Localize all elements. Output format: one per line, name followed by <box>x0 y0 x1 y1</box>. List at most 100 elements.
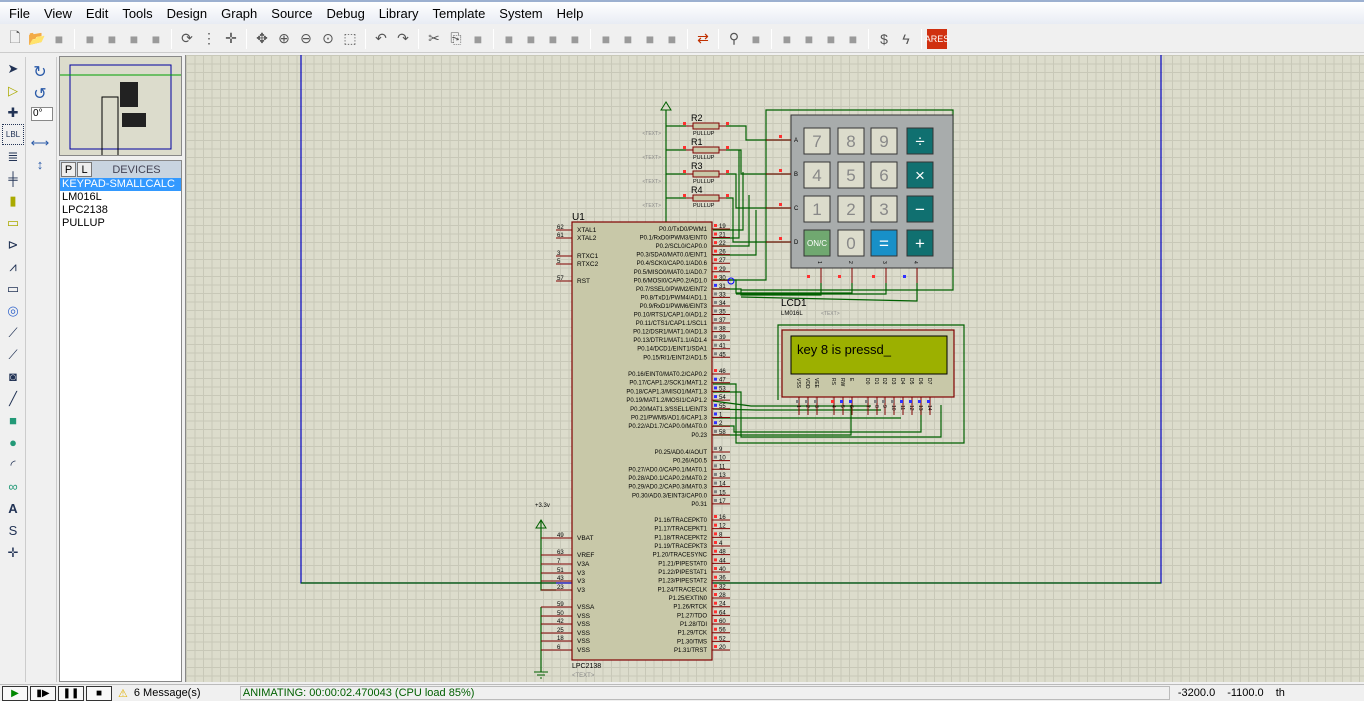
circle-icon[interactable]: ● <box>9 435 17 450</box>
goto-sheet-icon[interactable]: ■ <box>826 30 836 47</box>
marker-icon[interactable]: ✛ <box>7 544 19 560</box>
block-rotate-icon[interactable]: ■ <box>548 30 558 47</box>
pin-state-indicator <box>714 532 717 536</box>
open-icon[interactable]: 📂 <box>28 30 46 46</box>
symbol-icon[interactable]: S <box>8 523 18 538</box>
packaging-icon[interactable]: ■ <box>645 30 655 47</box>
device-item[interactable]: LM016L <box>62 191 102 203</box>
undo-icon[interactable]: ↶ <box>375 30 387 46</box>
wire-autorouter-icon[interactable]: ⇄ <box>697 30 709 46</box>
box-icon[interactable]: ■ <box>9 413 17 428</box>
refresh-icon[interactable]: ⟳ <box>181 30 193 46</box>
selection-mode-icon[interactable]: ➤ <box>7 60 19 76</box>
new-sheet-icon[interactable]: ■ <box>782 30 792 47</box>
flip-horizontal-icon[interactable]: ⟷ <box>30 134 50 150</box>
pin-state-indicator <box>796 400 799 403</box>
bill-of-materials-icon[interactable]: $ <box>880 30 888 47</box>
current-probe-icon[interactable]: ⟋ <box>8 346 18 362</box>
lcd-pin-name: VEE <box>813 378 819 389</box>
stop-button[interactable]: ■ <box>86 685 112 701</box>
decompose-icon[interactable]: ■ <box>667 30 677 47</box>
pick-device-icon[interactable]: ■ <box>601 30 611 47</box>
play-button[interactable]: ▶ <box>2 685 28 701</box>
generator-icon[interactable]: ◎ <box>7 302 19 318</box>
path-icon[interactable]: ∞ <box>8 479 18 494</box>
wire <box>740 283 918 302</box>
component-mode-icon[interactable]: ▷ <box>8 82 18 98</box>
junction-dot-icon[interactable]: ✚ <box>7 104 19 120</box>
menu-view[interactable]: View <box>43 5 72 21</box>
flip-vertical-icon[interactable]: ↕ <box>36 157 44 172</box>
electrical-rules-icon[interactable]: ϟ <box>902 30 910 47</box>
origin-icon[interactable]: ✛ <box>225 30 237 46</box>
rotate-anticlockwise-icon[interactable]: ↺ <box>33 85 47 103</box>
menu-library[interactable]: Library <box>378 5 419 21</box>
zoom-out-icon[interactable]: ⊖ <box>300 30 312 46</box>
search-icon[interactable]: ⚲ <box>728 30 740 46</box>
menu-design[interactable]: Design <box>166 5 208 21</box>
rotation-angle-input[interactable]: 0° <box>31 107 53 121</box>
menu-debug[interactable]: Debug <box>326 5 365 21</box>
remove-sheet-icon[interactable]: ■ <box>804 30 814 47</box>
pause-button[interactable]: ❚❚ <box>58 685 84 701</box>
zoom-area-icon[interactable]: ⬚ <box>343 30 357 46</box>
copy-icon[interactable]: ⎘ <box>450 30 462 46</box>
block-move-icon[interactable]: ■ <box>526 30 536 47</box>
tape-recorder-icon[interactable]: ▭ <box>6 280 20 296</box>
cut-icon[interactable]: ✂ <box>428 30 440 46</box>
paste-icon[interactable]: ■ <box>473 30 483 47</box>
pin-name: RTXC1 <box>577 253 599 260</box>
pan-icon[interactable]: ✥ <box>256 30 268 46</box>
lcd-pin-number: 10 <box>890 405 896 411</box>
rotate-clockwise-icon[interactable]: ↻ <box>33 63 47 81</box>
menu-help[interactable]: Help <box>556 5 584 21</box>
arc-icon[interactable]: ◜ <box>10 456 16 472</box>
device-item[interactable]: LPC2138 <box>62 204 108 216</box>
lcd-pin-name: D7 <box>926 378 932 385</box>
block-delete-icon[interactable]: ■ <box>570 30 580 47</box>
library-manager-button[interactable]: L <box>77 162 92 177</box>
line-icon[interactable]: ╱ <box>9 390 17 406</box>
device-item[interactable]: PULLUP <box>62 217 105 229</box>
device-pins-icon[interactable]: ⊳ <box>7 236 19 252</box>
menu-system[interactable]: System <box>499 5 543 21</box>
subcircuit-icon[interactable]: ▮ <box>9 192 17 208</box>
print-area-icon[interactable]: ■ <box>151 30 161 47</box>
device-item[interactable]: KEYPAD-SMALLCALC <box>60 178 181 191</box>
terminals-icon[interactable]: ▭ <box>6 214 20 230</box>
pin-number: 63 <box>557 550 564 556</box>
zoom-all-icon[interactable]: ⊙ <box>322 30 334 46</box>
messages-count[interactable]: 6 Message(s) <box>133 687 201 699</box>
menu-tools[interactable]: Tools <box>122 5 153 21</box>
menu-file[interactable]: File <box>9 5 30 21</box>
voltage-probe-icon[interactable]: ⟋ <box>8 324 18 340</box>
text-icon[interactable]: A <box>8 501 18 516</box>
exit-parent-icon[interactable]: ■ <box>848 30 858 47</box>
import-icon[interactable]: ■ <box>85 30 95 47</box>
menu-template[interactable]: Template <box>432 5 486 21</box>
menu-graph[interactable]: Graph <box>221 5 258 21</box>
pick-device-button[interactable]: P <box>61 162 76 177</box>
block-copy-icon[interactable]: ■ <box>504 30 514 47</box>
property-assign-icon[interactable]: ■ <box>751 30 761 47</box>
menu-source[interactable]: Source <box>271 5 313 21</box>
bus-icon[interactable]: ╪ <box>8 171 18 186</box>
virtual-instruments-icon[interactable]: ◙ <box>9 369 17 384</box>
ares-icon[interactable]: ARES <box>925 28 949 49</box>
zoom-in-icon[interactable]: ⊕ <box>278 30 290 46</box>
print-icon[interactable]: ■ <box>129 30 139 47</box>
step-button[interactable]: ▮▶ <box>30 685 56 701</box>
menu-edit[interactable]: Edit <box>85 5 109 21</box>
save-icon[interactable]: ■ <box>54 30 64 47</box>
export-icon[interactable]: ■ <box>107 30 117 47</box>
redo-icon[interactable]: ↷ <box>397 30 409 46</box>
grid-icon[interactable]: ⋮ <box>202 30 216 46</box>
graph-icon[interactable]: ⩘ <box>9 258 17 274</box>
pin-number: 4 <box>719 541 723 547</box>
new-icon[interactable]: 🗋 <box>9 28 21 45</box>
overview-window[interactable] <box>59 56 182 158</box>
text-script-icon[interactable]: ≣ <box>7 148 19 164</box>
wire-label-icon[interactable]: LBL <box>2 124 24 145</box>
make-device-icon[interactable]: ■ <box>623 30 633 47</box>
